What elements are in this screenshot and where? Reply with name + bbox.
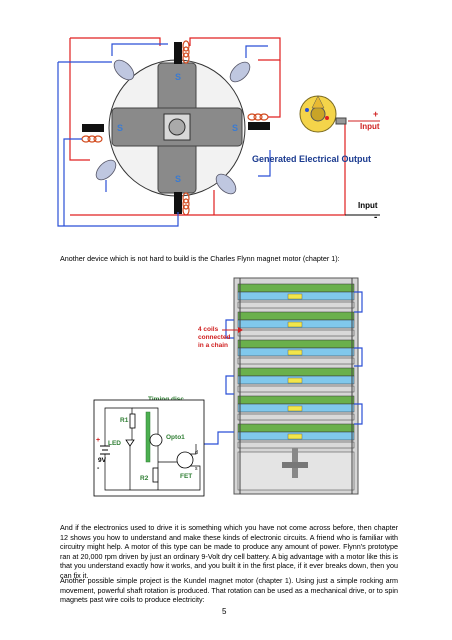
pole-label-bottom: S [175,174,181,184]
resistor-r2 [152,467,159,483]
battery-plus: + [96,437,100,444]
coil-right [247,113,269,121]
wiring-blue [57,43,271,227]
battery-voltage: 9V [98,457,107,464]
pole-label-right: S [232,123,238,133]
r1-label: R1 [120,417,129,424]
resistor-r1 [129,413,136,429]
opto-transistor [149,433,163,447]
opto-label: Opto1 [166,434,185,441]
led-label: LED [108,440,121,447]
led-symbol [125,439,135,447]
timing-disc [145,411,151,463]
r2-label: R2 [140,475,149,482]
input-top-label: Input [360,122,380,131]
output-rotor-blade [311,95,325,109]
generated-output-label: Generated Electrical Output [252,154,371,164]
paragraph-electronics: And if the electronics used to drive it … [60,523,398,580]
fet-label: FET [180,473,192,480]
coil-top [182,40,190,64]
output-wire-dot-red [325,116,329,120]
rotor-shaft [168,118,186,136]
stator-magnet-left [82,124,104,132]
coils-label-line1: 4 coils [198,326,219,333]
output-terminal [335,117,347,125]
stator-magnet-bottom [174,192,182,214]
stack-flywheel [282,462,308,468]
coils-arrowhead [238,327,243,333]
battery-minus: - [97,465,100,472]
input-bottom-label: Input [358,201,378,210]
coil-left [81,135,103,143]
pole-label-left: S [117,123,123,133]
timing-disc-label: Timing disc [148,396,184,403]
fet-d-label: d [195,450,198,456]
output-wire-dot-blue [305,108,309,112]
minus-bottom: - [374,212,377,223]
page-number: 5 [222,607,227,616]
fet-s-label: s [195,466,198,472]
coils-label-line2: connected [198,334,231,341]
stator-magnet-right [248,122,270,130]
coils-label-line3: in a chain [198,342,228,349]
pole-label-top: S [175,72,181,82]
stator-magnet-top [174,42,182,64]
driver-circuit: R1 LED Opto1 R2 FET d s + 9V - [93,399,205,497]
intro-text: Another device which is not hard to buil… [60,254,340,263]
diagonal-coils [95,59,251,195]
plus-top: + [373,109,378,119]
flynn-motor-stack [233,277,359,495]
paragraph-kundel: Another possible simple project is the K… [60,576,398,605]
rotor-hub [163,113,191,141]
coil-bottom [182,192,190,216]
fet-transistor [176,451,194,469]
stack-center-magnets [287,293,303,440]
output-rotor-hub [310,106,326,122]
